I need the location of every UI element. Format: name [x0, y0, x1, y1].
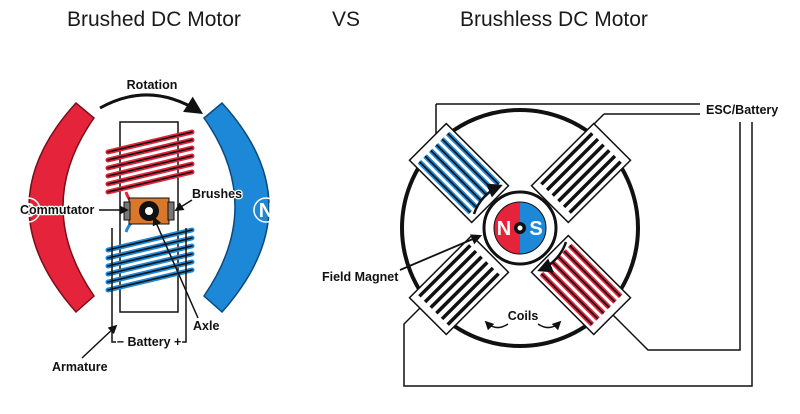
- magnet-north-letter: N: [497, 218, 511, 240]
- armature-frame: [119, 121, 179, 313]
- north-pole-letter: N: [259, 200, 273, 222]
- brushless-motor: ESC/Battery: [321, 102, 780, 387]
- battery-wire-right: [180, 228, 187, 343]
- brushes-label: Brushes: [192, 187, 242, 201]
- brushes-pointer: [174, 199, 193, 211]
- coils-pointer-right: [537, 320, 562, 331]
- brushed-motor: S N: [15, 77, 279, 375]
- battery-label: − Battery +: [117, 335, 182, 349]
- north-pole-magnet: N: [202, 101, 279, 314]
- field-magnet-label: Field Magnet: [322, 270, 399, 284]
- field-magnet-rotor: N S: [493, 201, 547, 255]
- coils-pointer-left: [484, 320, 509, 331]
- esc-wire-coil4: [403, 122, 753, 387]
- brushed-motor-title: Brushed DC Motor: [67, 8, 241, 31]
- rotor-rotation-arrow-right: [537, 241, 568, 273]
- stator-coil-black-bottom: [408, 234, 510, 336]
- armature-label: Armature: [52, 360, 108, 374]
- stator-coil-black-top: [530, 122, 632, 224]
- esc-battery-label: ESC/Battery: [706, 103, 778, 117]
- esc-wire-coil3: [609, 122, 741, 351]
- battery-wire-left: [111, 228, 118, 343]
- brushless-motor-title: Brushless DC Motor: [460, 8, 648, 31]
- axle-pointer: [152, 216, 199, 319]
- brush-left: [123, 201, 131, 221]
- red-armature-coil: [105, 129, 195, 195]
- axle-center: [145, 207, 153, 215]
- commutator-label: Commutator: [20, 203, 94, 217]
- coils-label: Coils: [508, 309, 539, 323]
- versus-label: VS: [332, 8, 361, 31]
- rotor-rotation-arrow-left: [472, 183, 503, 215]
- axle-label: Axle: [193, 319, 219, 333]
- rotation-arrow: [99, 93, 204, 114]
- brush-right: [167, 201, 175, 221]
- rotation-label: Rotation: [127, 78, 178, 92]
- armature-pointer: [81, 324, 118, 359]
- magnet-south-letter: S: [529, 218, 542, 240]
- south-pole-magnet: S: [15, 101, 96, 314]
- south-pole-letter: S: [21, 200, 34, 222]
- field-magnet-pointer: [399, 234, 482, 271]
